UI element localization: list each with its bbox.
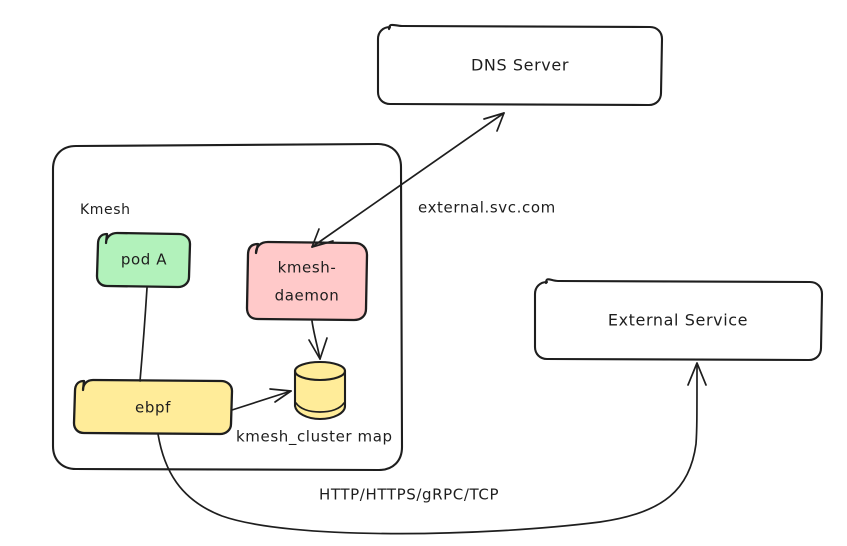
edge-daemon-dns-arrowhead-bottom [311,228,334,248]
node-ebpf[interactable]: ebpf [72,378,234,436]
node-pod-a[interactable]: pod A [95,231,192,289]
pod-a-box [95,231,192,289]
edge-daemon-dns-line [311,112,505,248]
ebpf-label: ebpf [135,399,171,417]
edge-ebpf-external-line [157,364,698,535]
cluster-map-cylinder-top [293,360,347,382]
cluster-map-label: kmesh_cluster map [236,428,393,447]
edge-daemon-dns-arrowhead-top [483,112,505,132]
group-kmesh-outline [51,142,404,472]
kmesh-daemon-box [245,240,369,322]
pod-a-label: pod A [121,251,167,269]
cluster-map-cylinder-outline [293,369,347,421]
edge-ebpf-external-label: HTTP/HTTPS/gRPC/TCP [319,486,499,504]
edge-ebpf-map-line [231,390,292,411]
edge-daemon-map-line [311,320,321,360]
dns-server-box [376,23,664,107]
dns-server-label: DNS Server [471,56,569,75]
node-kmesh-daemon[interactable]: kmesh- daemon [245,240,369,322]
cluster-map-cylinder-body [295,371,345,419]
group-kmesh[interactable]: Kmesh [51,142,404,472]
node-kmesh-cluster-map[interactable]: kmesh_cluster map [236,360,393,447]
external-service-box [533,278,824,362]
external-service-label: External Service [608,311,748,330]
edge-ebpf-map[interactable] [231,388,292,411]
kmesh-daemon-label-line1: kmesh- [278,259,337,277]
edge-daemon-dns-label: external.svc.com [418,199,556,217]
edge-ebpf-external-arrowhead [687,362,707,386]
group-kmesh-label: Kmesh [80,202,131,218]
cluster-map-cylinder-top-fill [295,362,345,380]
edge-daemon-map[interactable] [308,320,328,360]
edge-ebpf-map-arrowhead [269,388,292,403]
edge-ebpf-external[interactable]: HTTP/HTTPS/gRPC/TCP [157,362,707,535]
edge-daemon-dns[interactable]: external.svc.com [311,112,556,248]
edge-pod-ebpf[interactable] [139,287,148,382]
kmesh-daemon-label-line2: daemon [275,287,340,305]
ebpf-box [72,378,234,436]
edge-daemon-map-arrowhead [308,337,328,360]
cluster-map-cylinder-bottom-arc [295,402,345,413]
edge-pod-ebpf-line [139,287,148,382]
node-dns-server[interactable]: DNS Server [376,23,664,107]
node-external-service[interactable]: External Service [533,278,824,362]
